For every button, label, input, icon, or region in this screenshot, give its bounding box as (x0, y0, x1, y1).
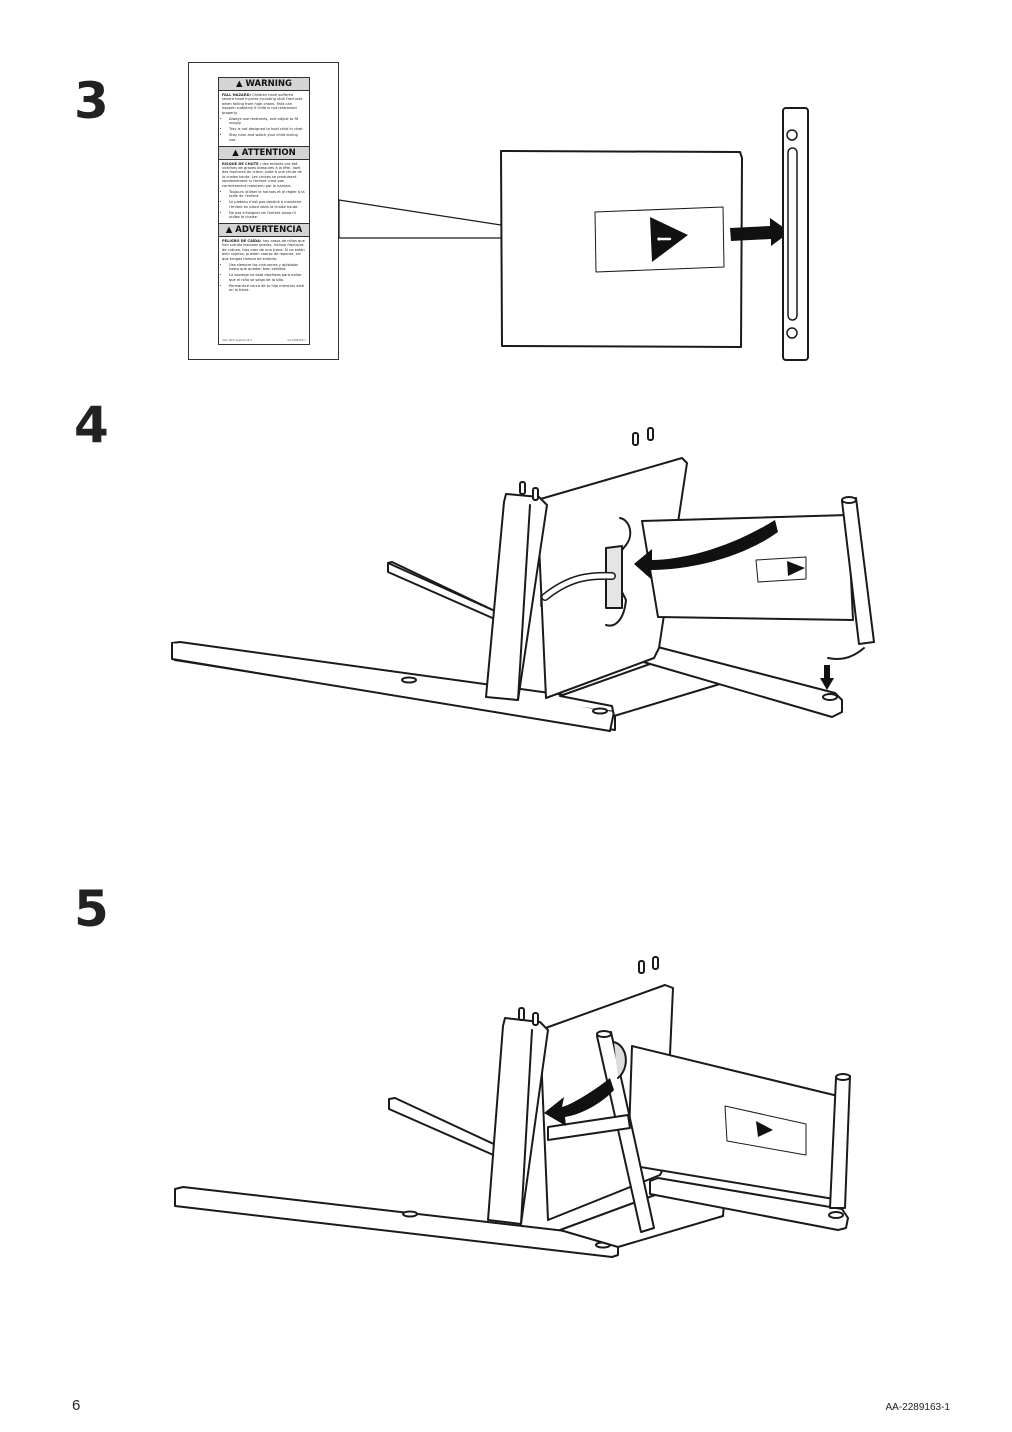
label-footer: Inter IKEA Systems B.V.AA-2289163-1 (222, 339, 306, 342)
curved-arrow-icon (634, 520, 778, 579)
warning-heading: ▲ WARNING (219, 78, 309, 91)
list-item: Le plateau n'est pas destiné à maintenir… (229, 200, 306, 209)
list-item: Ne pas s'éloigner de l'enfant lorsqu'il … (229, 211, 306, 220)
warning-triangle-icon: ▲ (232, 147, 242, 158)
base-rail-front (174, 1186, 619, 1258)
list-item: Tray is not designed to hold child in ch… (229, 127, 306, 131)
tray-panel (641, 514, 854, 621)
warning-triangle-icon: ▲ (236, 79, 246, 89)
sticker (755, 556, 807, 583)
advertencia-body: PELIGRO DE CAÍDA: hay casos de niños que… (219, 237, 309, 296)
step-number-5: 5 (74, 880, 109, 938)
document-code: AA-2289163-1 (885, 1402, 951, 1413)
list-item: Always use restraints, and adjust to fit… (229, 117, 306, 126)
arrow-right-icon (730, 218, 790, 246)
warning-body: FALL HAZARD: Children have suffered seve… (219, 91, 309, 146)
warning-label: ▲ WARNING FALL HAZARD: Children have suf… (218, 77, 310, 345)
step-number-4: 4 (74, 396, 109, 454)
attention-heading: ▲ ATTENTION (219, 145, 309, 160)
curved-arrow-icon (544, 1078, 614, 1126)
page-number: 6 (72, 1397, 81, 1414)
step-number-3: 3 (74, 72, 109, 130)
side-post-left (485, 493, 548, 701)
list-item: La bandeja no está diseñada para evitar … (229, 273, 306, 282)
list-item: Toujours utiliser le harnais et le régle… (229, 190, 306, 199)
warning-triangle-icon: ▲ (225, 224, 236, 235)
list-item: Permanece cerca de tu hijo mientras esté… (229, 284, 306, 293)
step-5-illustration (174, 956, 851, 1258)
list-item: Usa siempre los cinturones y ajústalos h… (229, 263, 306, 272)
step-4-illustration (171, 427, 875, 732)
step-3-illustration (338, 107, 809, 361)
list-item: Stay near and watch your child during us… (229, 133, 306, 142)
advertencia-heading: ▲ ADVERTENCIA (219, 222, 309, 237)
side-post-left (487, 1017, 549, 1225)
attention-body: RISQUE DE CHUTE : des enfants ont été vi… (219, 160, 309, 223)
